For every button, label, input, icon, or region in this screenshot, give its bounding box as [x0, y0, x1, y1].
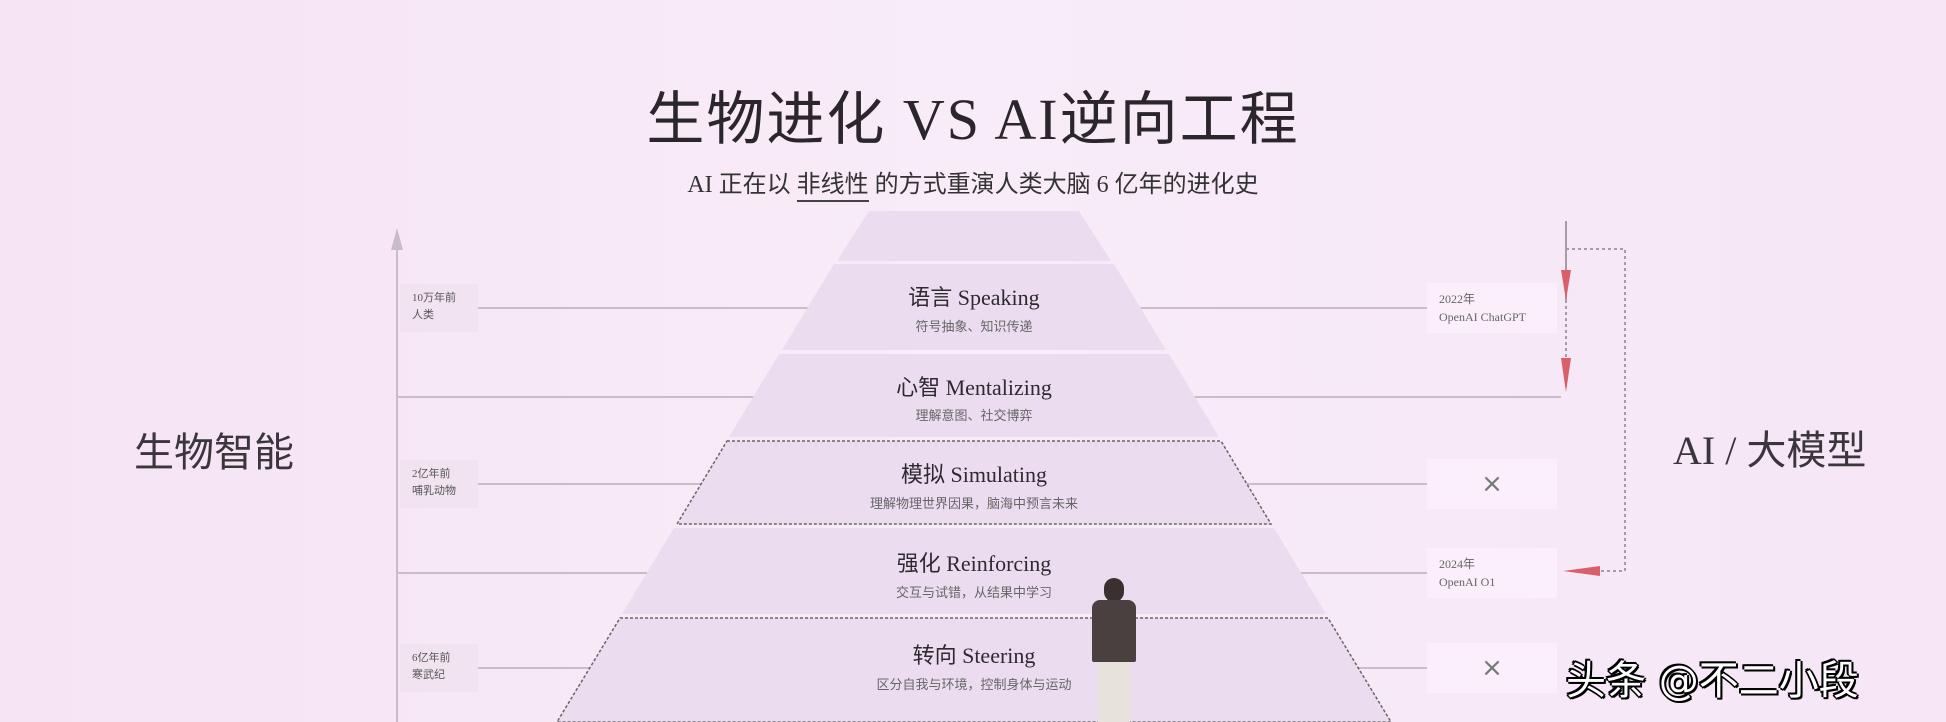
band-mentalizing: [729, 354, 1219, 437]
bio-marker: 2亿年前哺乳动物: [400, 460, 478, 508]
axis-arrow-icon: [391, 228, 403, 250]
band-simulating: [675, 440, 1273, 525]
ai-marker-model: OpenAI O1: [1439, 575, 1496, 589]
subtitle-prefix: AI 正在以: [687, 172, 797, 198]
subtitle: AI 正在以 非线性 的方式重演人类大脑 6 亿年的进化史: [0, 164, 1946, 202]
subtitle-highlight: 非线性: [796, 172, 869, 202]
pyramid-top-band: [837, 211, 1111, 261]
ai-marker-none-icon: ×: [1427, 643, 1557, 693]
arrowhead-down-icon: [1561, 358, 1571, 392]
level-desc: 理解意图、社交博弈: [915, 408, 1033, 423]
band-steering: [556, 617, 1392, 722]
bio-marker: 6亿年前寒武纪: [400, 644, 478, 692]
ai-marker-year: 2024年: [1439, 557, 1476, 571]
left-label: 生物智能: [134, 430, 294, 475]
ai-marker: 2024年 OpenAI O1: [1427, 548, 1557, 598]
level-title: 模拟 Simulating: [900, 462, 1048, 487]
page-title: 生物进化 VS AI逆向工程: [646, 87, 1300, 152]
arrowhead-down-icon: [1561, 270, 1571, 300]
subtitle-suffix: 的方式重演人类大脑 6 亿年的进化史: [868, 172, 1259, 198]
level-title: 心智 Mentalizing: [896, 375, 1052, 400]
bio-marker-time: 10万年前: [412, 292, 456, 304]
bio-marker-species: 人类: [412, 309, 434, 321]
arrowhead-left-icon: [1563, 566, 1600, 576]
band-reinforcing: [622, 528, 1326, 614]
ai-marker-model: OpenAI ChatGPT: [1439, 310, 1526, 324]
level-desc: 理解物理世界因果，脑海中预言未来: [869, 496, 1078, 511]
right-label: AI / 大模型: [1673, 428, 1867, 473]
level-title: 强化 Reinforcing: [896, 551, 1052, 576]
level-title: 语言 Speaking: [908, 285, 1040, 310]
band-speaking: [782, 264, 1166, 350]
level-title: 转向 Steering: [912, 643, 1036, 668]
guide-lines: [397, 307, 1561, 669]
ai-marker: 2022年 OpenAI ChatGPT: [1427, 283, 1557, 333]
level-desc: 交互与试错，从结果中学习: [895, 585, 1052, 600]
bio-marker-time: 6亿年前: [412, 652, 451, 664]
bio-marker: 10万年前人类: [400, 284, 478, 332]
ai-marker-none-icon: ×: [1427, 459, 1557, 509]
level-desc: 区分自我与环境，控制身体与运动: [876, 677, 1072, 692]
presenter-figure: [1084, 578, 1144, 722]
ai-progress-arrow: [1561, 221, 1626, 576]
watermark: 头条 @不二小段: [1566, 658, 1859, 704]
ai-marker-year: 2022年: [1439, 292, 1476, 306]
bio-marker-species: 寒武纪: [412, 669, 445, 681]
bio-marker-species: 哺乳动物: [412, 485, 456, 497]
level-desc: 符号抽象、知识传递: [915, 319, 1033, 334]
bio-marker-time: 2亿年前: [412, 468, 451, 480]
